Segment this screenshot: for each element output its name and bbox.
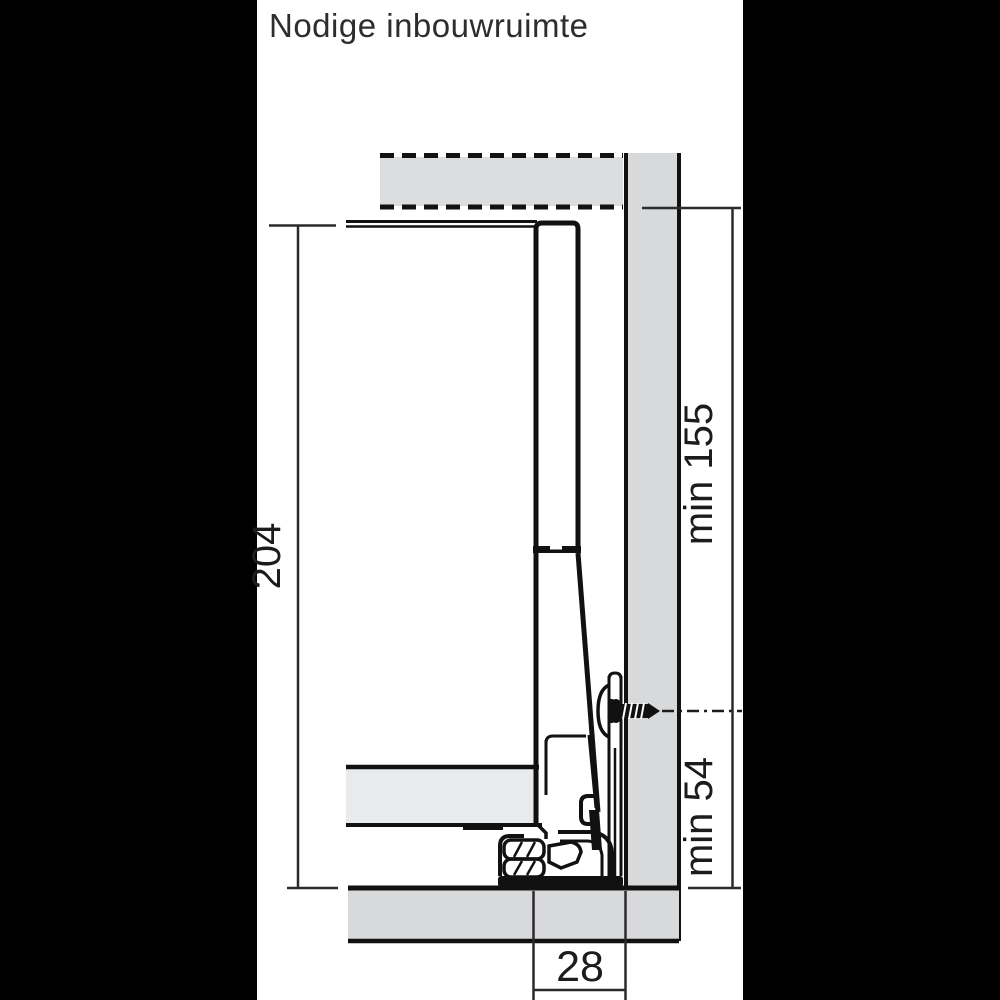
drawer-gallery-lines <box>346 220 537 228</box>
drawer-side-profile <box>533 220 601 839</box>
cabinet-side-panel <box>624 153 681 941</box>
diagram-title: Nodige inbouwruimte <box>269 7 589 44</box>
drawer-bottom-panel <box>346 764 542 830</box>
drawer-runner-profile <box>498 671 623 887</box>
dimension-min-155-label: min 155 <box>677 403 721 545</box>
dimension-28: 28 <box>532 891 627 1000</box>
mounting-screw <box>608 699 742 723</box>
dimension-min-54-label: min 54 <box>677 757 721 877</box>
cabinet-bottom-panel <box>348 885 679 944</box>
dimension-28-label: 28 <box>556 943 604 991</box>
dimension-204-label: 204 <box>245 523 289 590</box>
dimension-min-155: min 155 min 54 <box>642 206 741 890</box>
dimension-204: 204 <box>245 224 338 890</box>
cabinet-top-panel <box>380 153 623 210</box>
